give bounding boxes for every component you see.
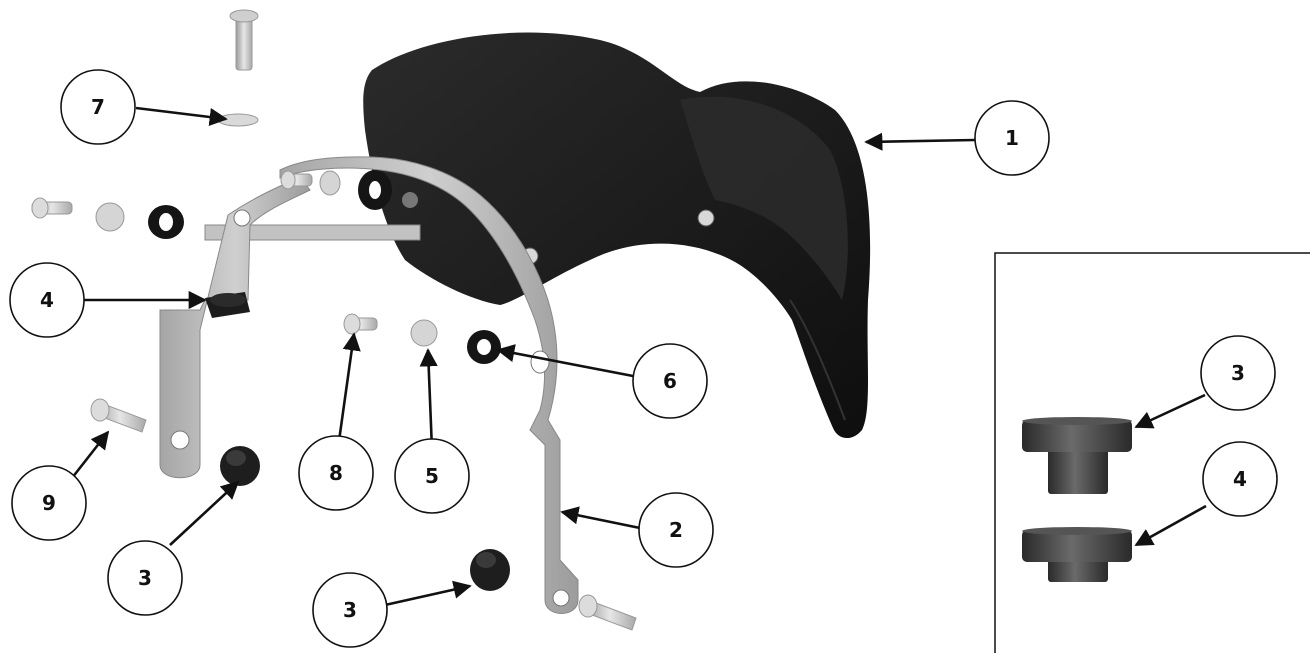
callout-4: 4 — [9, 262, 85, 338]
ring-parts — [148, 170, 501, 364]
callout-4-label: 4 — [40, 288, 54, 312]
callout-6: 6 — [632, 343, 708, 419]
callout-7-label: 7 — [91, 95, 105, 119]
knob-part — [205, 292, 250, 318]
inset-callout-4-label: 4 — [1233, 467, 1247, 491]
callout-3a-label: 3 — [138, 566, 152, 590]
shroud-part — [363, 32, 871, 439]
inset-callout-3-label: 3 — [1231, 361, 1245, 385]
callout-3b: 3 — [312, 572, 388, 648]
inset-bushing-3 — [1022, 417, 1132, 494]
bolt-parts — [31, 170, 637, 631]
bushing-part-b — [470, 549, 510, 591]
washer-parts — [95, 170, 438, 347]
callout-5: 5 — [394, 438, 470, 514]
callout-8: 8 — [298, 435, 374, 511]
inset-callout-4: 4 — [1202, 441, 1278, 517]
leader-lines — [70, 106, 976, 607]
callout-7: 7 — [60, 69, 136, 145]
bushing-part-a — [220, 446, 260, 486]
callout-2-label: 2 — [669, 518, 683, 542]
callout-1-label: 1 — [1005, 126, 1019, 150]
callout-3a: 3 — [107, 540, 183, 616]
callout-3b-label: 3 — [343, 598, 357, 622]
callout-9: 9 — [11, 465, 87, 541]
callout-6-label: 6 — [663, 369, 677, 393]
callout-2: 2 — [638, 492, 714, 568]
callout-1: 1 — [974, 100, 1050, 176]
inset-callout-3: 3 — [1200, 335, 1276, 411]
inset-bushing-4 — [1022, 527, 1132, 582]
callout-8-label: 8 — [329, 461, 343, 485]
callout-9-label: 9 — [42, 491, 56, 515]
bracket-part — [159, 156, 579, 614]
callout-5-label: 5 — [425, 464, 439, 488]
top-bolt-part — [217, 9, 259, 127]
inset-panel: 3 4 — [994, 252, 1310, 653]
